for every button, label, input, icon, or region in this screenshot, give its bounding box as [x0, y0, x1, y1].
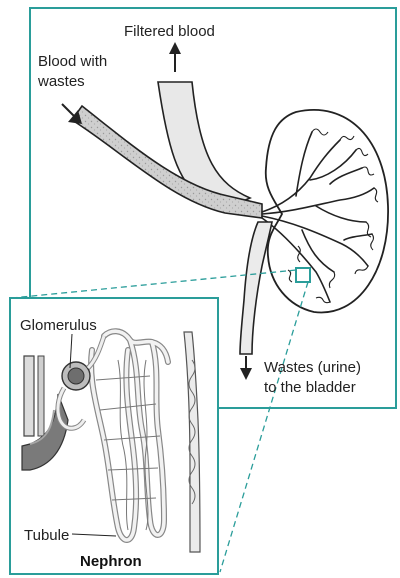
- blood-with-wastes-label-line1: Blood with: [38, 53, 107, 70]
- filtered-blood-label: Filtered blood: [124, 23, 215, 40]
- blood-with-wastes-label-line2: wastes: [37, 73, 85, 90]
- glomerulus-label: Glomerulus: [20, 317, 97, 334]
- wastes-urine-label-line2: to the bladder: [264, 379, 356, 396]
- tubule-label: Tubule: [24, 527, 69, 544]
- nephron-title-label: Nephron: [80, 553, 142, 570]
- wastes-urine-label-line1: Wastes (urine): [264, 359, 361, 376]
